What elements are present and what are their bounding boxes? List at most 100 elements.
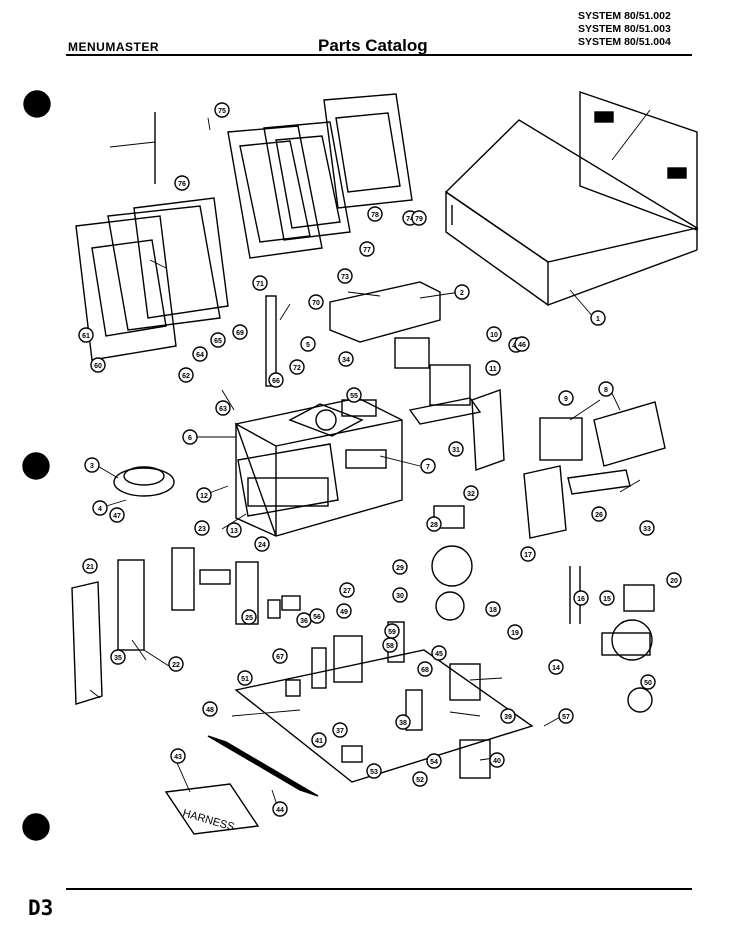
callout-circle [514, 336, 530, 352]
callout-number: 41 [315, 738, 323, 745]
callout-20: 20 [666, 572, 682, 588]
callout-16: 16 [573, 590, 589, 606]
callout-number: 69 [236, 330, 244, 337]
callout-number: 37 [336, 728, 344, 735]
callout-circle [311, 732, 327, 748]
callout-66: 66 [268, 372, 284, 388]
page-id: D3 [28, 896, 54, 920]
callout-24: 24 [254, 536, 270, 552]
stirrer-and-controls [71, 295, 301, 705]
callout-58: 58 [382, 637, 398, 653]
callout-50: 50 [640, 674, 656, 690]
callout-9: 9 [558, 390, 574, 406]
callout-number: 76 [178, 181, 186, 188]
callout-circle [82, 558, 98, 574]
callout-13: 13 [226, 522, 242, 538]
callout-circle [639, 520, 655, 536]
callout-number: 31 [452, 447, 460, 454]
callout-64: 64 [192, 346, 208, 362]
callout-number: 24 [258, 542, 266, 549]
callout-circle [486, 326, 502, 342]
callout-number: 10 [490, 332, 498, 339]
callout-number: 27 [343, 588, 351, 595]
callout-circle [558, 390, 574, 406]
callout-2: 2 [454, 284, 470, 300]
callout-circle [426, 516, 442, 532]
callout-18: 18 [485, 601, 501, 617]
callout-circle [454, 284, 470, 300]
callout-circle [254, 536, 270, 552]
callout-number: 26 [595, 512, 603, 519]
callout-circle [337, 268, 353, 284]
system-item: SYSTEM 80/51.003 [578, 23, 671, 35]
callout-71: 71 [252, 275, 268, 291]
magnetron-area [394, 337, 666, 713]
callout-circle [489, 752, 505, 768]
callout-circle [431, 645, 447, 661]
callout-circle [196, 487, 212, 503]
callout-29: 29 [392, 559, 408, 575]
callout-number: 56 [313, 614, 321, 621]
callout-circle [338, 351, 354, 367]
callout-number: 60 [94, 363, 102, 370]
callout-63: 63 [215, 400, 231, 416]
callout-35: 35 [110, 649, 126, 665]
callout-52: 52 [412, 771, 428, 787]
callout-number: 1 [596, 316, 600, 323]
system-list: SYSTEM 80/51.002 SYSTEM 80/51.003 SYSTEM… [578, 10, 671, 49]
callout-circle [590, 310, 606, 326]
callout-circle [84, 457, 100, 473]
callout-number: 38 [399, 720, 407, 727]
callout-number: 62 [182, 373, 190, 380]
callout-number: 30 [396, 593, 404, 600]
callout-14: 14 [548, 659, 564, 675]
callout-21: 21 [82, 558, 98, 574]
callout-number: 79 [415, 216, 423, 223]
callout-36: 36 [296, 612, 312, 628]
harness-assembly [164, 735, 319, 835]
callout-78: 78 [367, 206, 383, 222]
callout-7: 7 [420, 458, 436, 474]
callout-number: 48 [206, 707, 214, 714]
callout-circle [339, 582, 355, 598]
callout-number: 19 [511, 630, 519, 637]
callout-circle [215, 400, 231, 416]
callout-number: 12 [200, 493, 208, 500]
callout-circle [384, 623, 400, 639]
callout-number: 21 [86, 564, 94, 571]
callout-number: 74 [406, 216, 414, 223]
callout-circle [214, 102, 230, 118]
callout-67: 67 [272, 648, 288, 664]
callout-layer: 1234567891011121314151617181920212223242… [78, 102, 682, 817]
callout-circle [573, 590, 589, 606]
callout-circle [666, 572, 682, 588]
callout-number: 59 [388, 629, 396, 636]
callout-circle [194, 520, 210, 536]
oven-cavity [234, 397, 403, 537]
callout-number: 45 [435, 651, 443, 658]
callout-59: 59 [384, 623, 400, 639]
callout-circle [272, 801, 288, 817]
callout-circle [332, 722, 348, 738]
callout-30: 30 [392, 587, 408, 603]
callout-49: 49 [336, 603, 352, 619]
callout-54: 54 [426, 753, 442, 769]
callout-number: 32 [467, 491, 475, 498]
callout-33: 33 [639, 520, 655, 536]
callout-number: 49 [340, 609, 348, 616]
callout-69: 69 [232, 324, 248, 340]
callout-circle [507, 624, 523, 640]
system-item: SYSTEM 80/51.004 [578, 36, 671, 48]
callout-number: 23 [198, 526, 206, 533]
callout-number: 14 [552, 665, 560, 672]
callout-number: 17 [524, 552, 532, 559]
callout-45: 45 [431, 645, 447, 661]
callout-number: 78 [371, 212, 379, 219]
callout-circle [395, 714, 411, 730]
callout-number: 51 [241, 676, 249, 683]
callout-56: 56 [309, 608, 325, 624]
callout-circle [548, 659, 564, 675]
callout-number: 64 [196, 352, 204, 359]
callout-79: 79 [411, 210, 427, 226]
